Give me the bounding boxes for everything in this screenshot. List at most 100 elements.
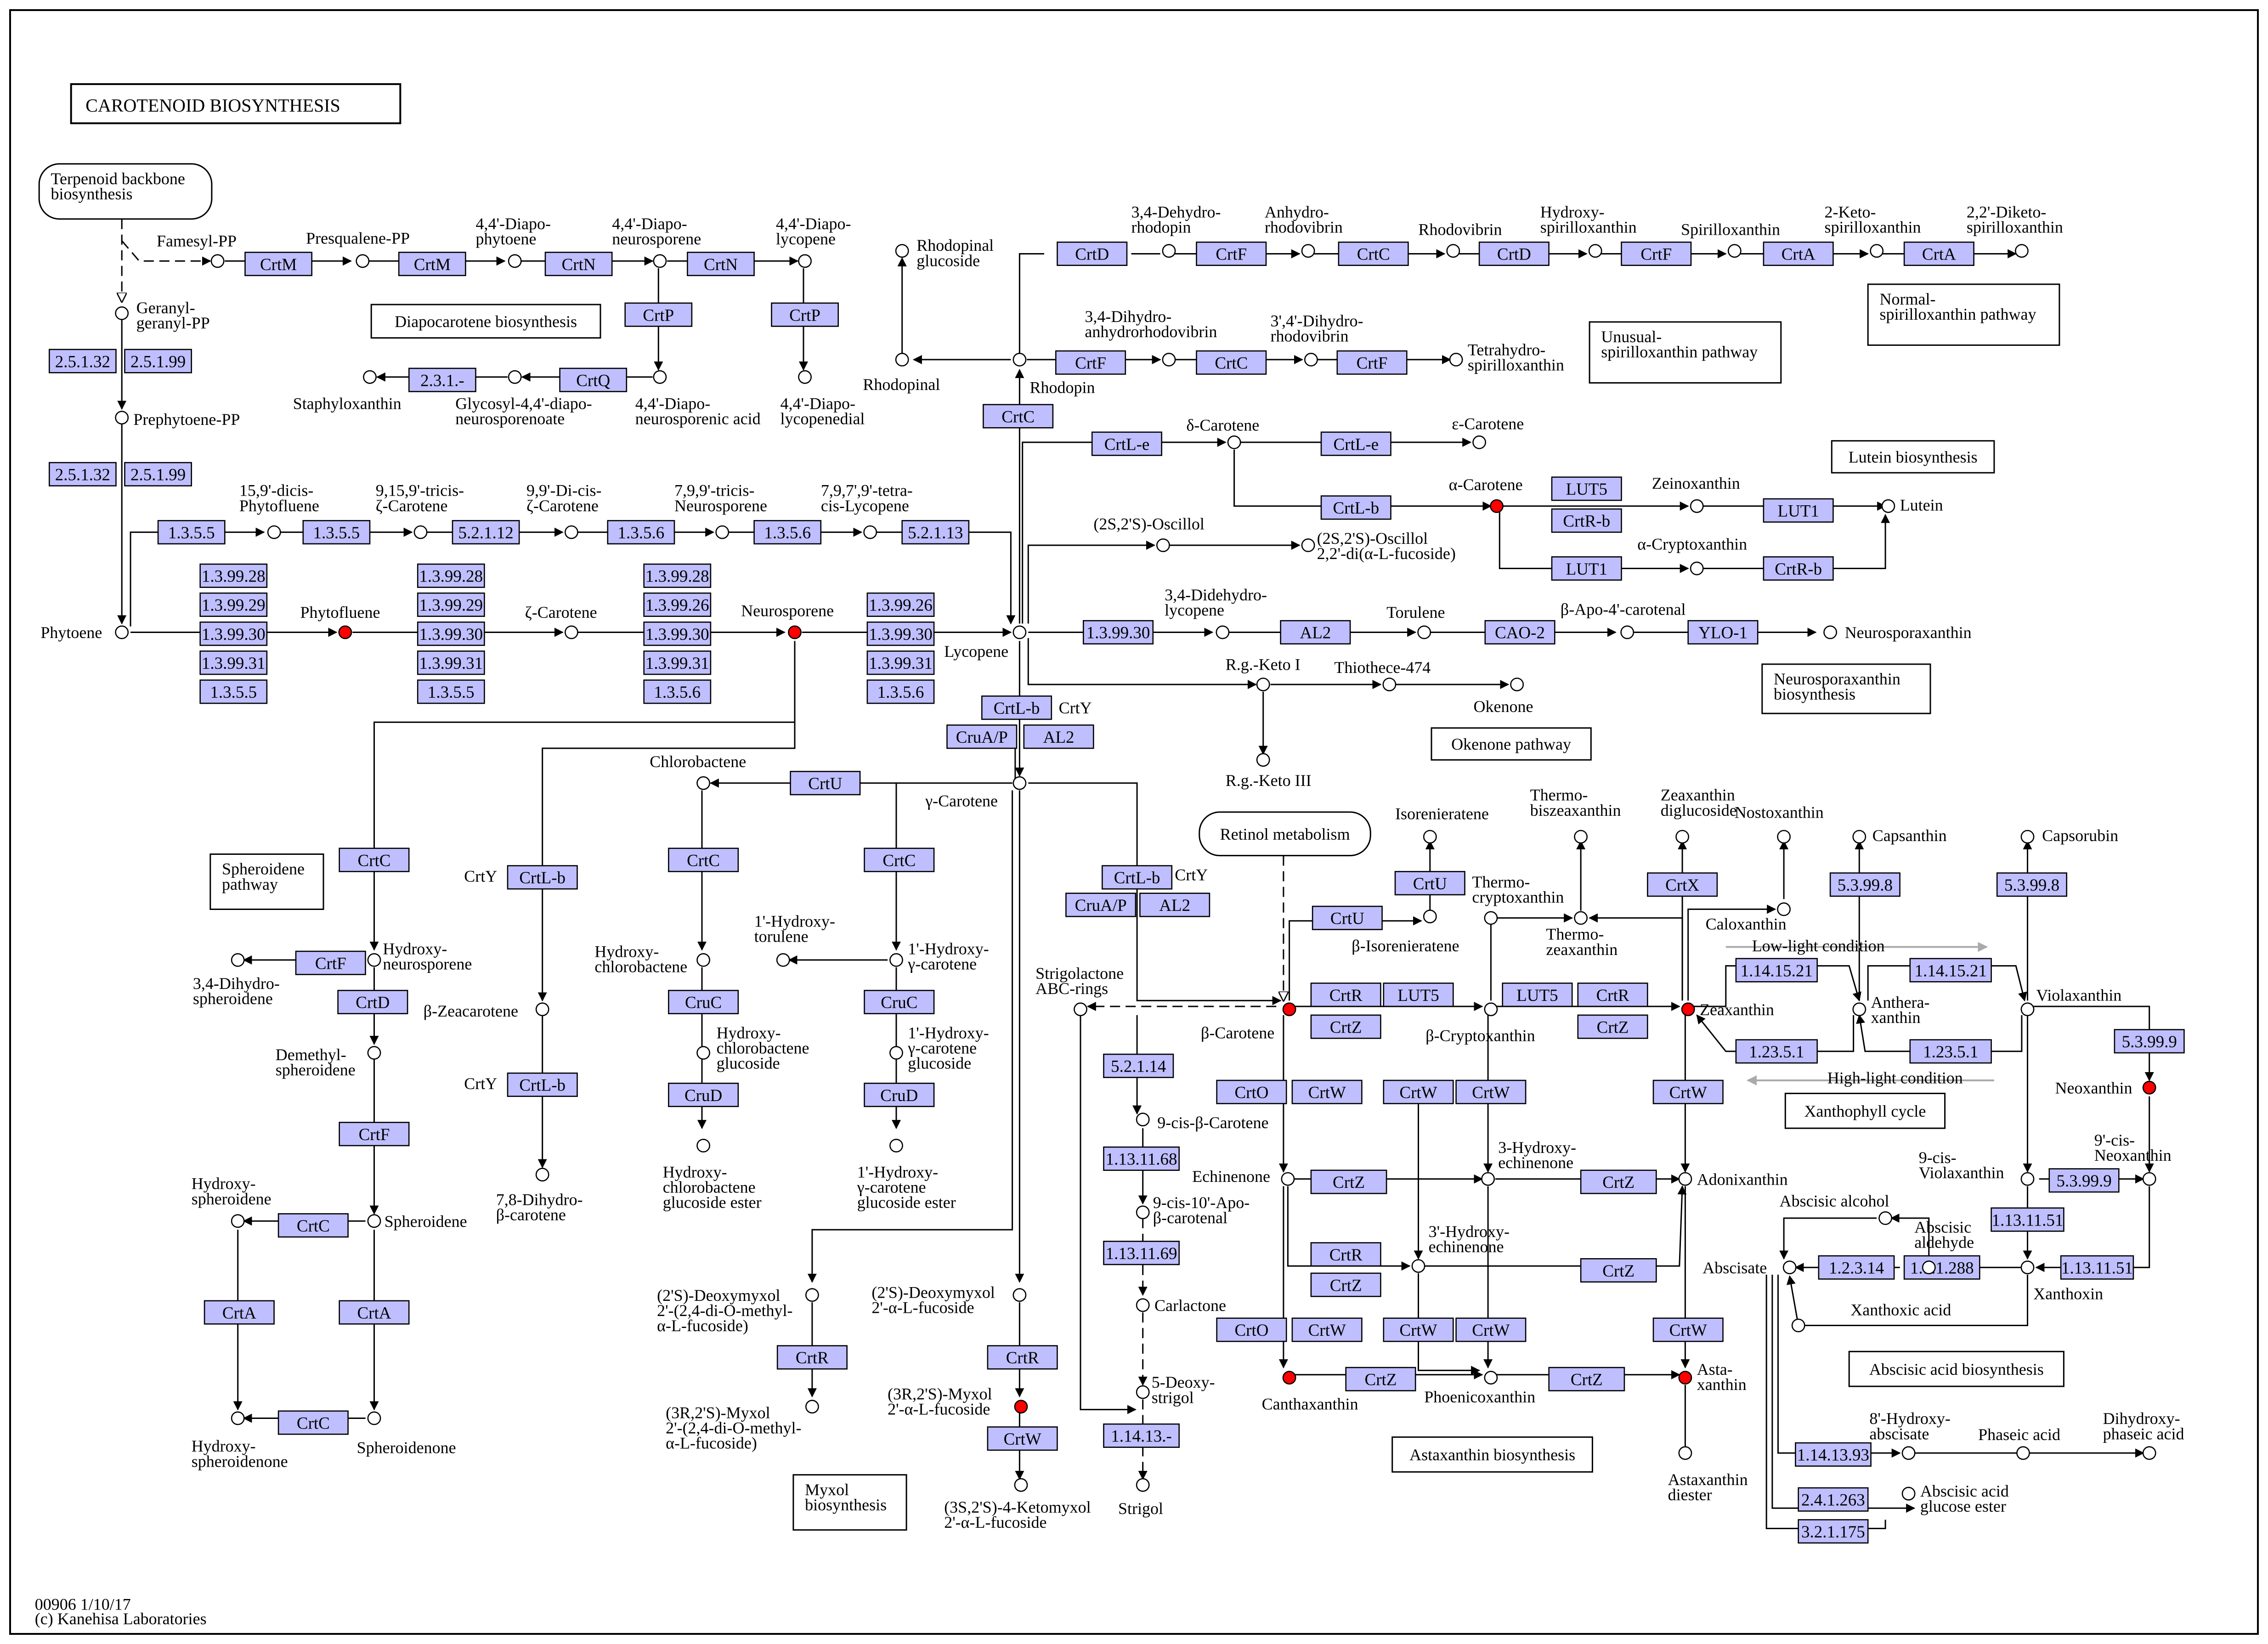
enzyme-1-3-5-6[interactable]: 1.3.5.6 bbox=[866, 679, 935, 704]
enzyme-crtw[interactable]: CrtW bbox=[1383, 1317, 1454, 1342]
enzyme-crtz[interactable]: CrtZ bbox=[1580, 1258, 1657, 1283]
enzyme-5-3-99-8[interactable]: 5.3.99.8 bbox=[1829, 872, 1900, 897]
enzyme-crtc[interactable]: CrtC bbox=[277, 1410, 349, 1435]
compound-node[interactable] bbox=[367, 1046, 381, 1060]
compound-node[interactable] bbox=[1870, 244, 1884, 258]
enzyme-crtw[interactable]: CrtW bbox=[1652, 1079, 1724, 1104]
enzyme-crtw[interactable]: CrtW bbox=[1291, 1079, 1363, 1104]
compound-node[interactable] bbox=[1411, 1259, 1425, 1273]
compound-node[interactable] bbox=[2020, 830, 2035, 844]
enzyme-crtr-b[interactable]: CrtR-b bbox=[1551, 508, 1622, 533]
compound-node[interactable] bbox=[1256, 678, 1270, 692]
enzyme-crto[interactable]: CrtO bbox=[1216, 1079, 1287, 1104]
enzyme-1-3-99-30[interactable]: 1.3.99.30 bbox=[866, 621, 935, 646]
enzyme-crtl-b[interactable]: CrtL-b bbox=[507, 1072, 578, 1097]
enzyme-2-3-1[interactable]: 2.3.1.- bbox=[408, 367, 476, 392]
enzyme-1-14-15-21[interactable]: 1.14.15.21 bbox=[1909, 958, 1992, 983]
compound-node[interactable] bbox=[1901, 1446, 1916, 1460]
enzyme-al2[interactable]: AL2 bbox=[1280, 620, 1351, 644]
enzyme-crtf[interactable]: CrtF bbox=[1621, 241, 1692, 266]
compound-node[interactable] bbox=[776, 953, 790, 967]
compound-node[interactable] bbox=[231, 1214, 245, 1228]
enzyme-1-3-5-6[interactable]: 1.3.5.6 bbox=[643, 679, 712, 704]
enzyme-1-13-11-68[interactable]: 1.13.11.68 bbox=[1103, 1146, 1180, 1171]
enzyme-crtz[interactable]: CrtZ bbox=[1580, 1169, 1657, 1194]
enzyme-1-13-11-69[interactable]: 1.13.11.69 bbox=[1103, 1241, 1180, 1265]
enzyme-crtp[interactable]: CrtP bbox=[771, 302, 839, 327]
compound-node[interactable] bbox=[2016, 1446, 2030, 1460]
enzyme-1-14-13[interactable]: 1.14.13.- bbox=[1103, 1423, 1180, 1448]
compound-node[interactable] bbox=[1012, 776, 1027, 790]
compound-node[interactable] bbox=[696, 1046, 711, 1060]
enzyme-crtn[interactable]: CrtN bbox=[544, 251, 613, 277]
enzyme-1-14-13-93[interactable]: 1.14.13.93 bbox=[1795, 1442, 1872, 1467]
highlighted-compound-node[interactable] bbox=[338, 625, 352, 639]
enzyme-crtl-e[interactable]: CrtL-e bbox=[1320, 431, 1391, 456]
enzyme-2-5-1-99[interactable]: 2.5.1.99 bbox=[124, 462, 192, 486]
enzyme-5-2-1-12[interactable]: 5.2.1.12 bbox=[452, 520, 520, 545]
map-link-abscisic-acid-biosynthesis[interactable]: Abscisic acid biosynthesis bbox=[1848, 1350, 2064, 1387]
compound-node[interactable] bbox=[889, 1139, 903, 1152]
compound-node[interactable] bbox=[1012, 1288, 1027, 1302]
compound-node[interactable] bbox=[565, 625, 578, 639]
compound-node[interactable] bbox=[413, 525, 428, 539]
enzyme-1-3-99-31[interactable]: 1.3.99.31 bbox=[643, 650, 712, 675]
compound-node[interactable] bbox=[1510, 678, 1524, 692]
enzyme-1-13-11-51[interactable]: 1.13.11.51 bbox=[1991, 1207, 2064, 1232]
enzyme-crtw[interactable]: CrtW bbox=[987, 1426, 1058, 1451]
compound-node[interactable] bbox=[1216, 625, 1230, 639]
compound-node[interactable] bbox=[1922, 1260, 1936, 1275]
map-link-lutein-biosynthesis[interactable]: Lutein biosynthesis bbox=[1831, 440, 1995, 474]
highlighted-compound-node[interactable] bbox=[2142, 1080, 2156, 1095]
map-link-retinol-metabolism[interactable]: Retinol metabolism bbox=[1199, 811, 1371, 857]
enzyme-crtx[interactable]: CrtX bbox=[1647, 872, 1718, 897]
enzyme-crta[interactable]: CrtA bbox=[204, 1300, 275, 1325]
compound-node[interactable] bbox=[2020, 1172, 2035, 1186]
enzyme-crtl-b[interactable]: CrtL-b bbox=[1102, 865, 1173, 890]
enzyme-crua-p[interactable]: CruA/P bbox=[946, 724, 1018, 749]
enzyme-cruc[interactable]: CruC bbox=[864, 989, 935, 1014]
enzyme-al2[interactable]: AL2 bbox=[1023, 724, 1094, 749]
compound-node[interactable] bbox=[696, 953, 711, 967]
enzyme-crud[interactable]: CruD bbox=[668, 1083, 739, 1107]
compound-node[interactable] bbox=[1423, 910, 1437, 924]
enzyme-2-4-1-263[interactable]: 2.4.1.263 bbox=[1798, 1487, 1869, 1512]
enzyme-1-3-99-26[interactable]: 1.3.99.26 bbox=[866, 592, 935, 617]
compound-node[interactable] bbox=[1012, 353, 1027, 367]
map-link-diapocarotene-biosynthesis[interactable]: Diapocarotene biosynthesis bbox=[370, 304, 601, 339]
compound-node[interactable] bbox=[1156, 538, 1170, 552]
enzyme-crtm[interactable]: CrtM bbox=[244, 251, 312, 277]
enzyme-crta[interactable]: CrtA bbox=[339, 1300, 410, 1325]
compound-node[interactable] bbox=[1136, 1205, 1150, 1220]
compound-node[interactable] bbox=[1484, 1002, 1498, 1017]
enzyme-crtw[interactable]: CrtW bbox=[1383, 1079, 1454, 1104]
compound-node[interactable] bbox=[889, 953, 903, 967]
compound-node[interactable] bbox=[115, 411, 129, 425]
enzyme-5-2-1-14[interactable]: 5.2.1.14 bbox=[1103, 1053, 1174, 1078]
compound-node[interactable] bbox=[115, 625, 129, 639]
enzyme-1-13-11-51[interactable]: 1.13.11.51 bbox=[2060, 1255, 2134, 1280]
compound-node[interactable] bbox=[1281, 1172, 1295, 1186]
enzyme-1-14-15-21[interactable]: 1.14.15.21 bbox=[1735, 958, 1818, 983]
enzyme-lut1[interactable]: LUT1 bbox=[1763, 498, 1834, 523]
compound-node[interactable] bbox=[367, 1214, 381, 1228]
enzyme-5-3-99-9[interactable]: 5.3.99.9 bbox=[2048, 1168, 2120, 1193]
compound-node[interactable] bbox=[889, 1046, 903, 1060]
enzyme-crtp[interactable]: CrtP bbox=[624, 302, 693, 327]
compound-node[interactable] bbox=[1852, 1002, 1866, 1017]
enzyme-crtf[interactable]: CrtF bbox=[339, 1122, 410, 1147]
enzyme-lut1[interactable]: LUT1 bbox=[1551, 556, 1622, 581]
compound-node[interactable] bbox=[1162, 353, 1176, 367]
compound-node[interactable] bbox=[1481, 1172, 1495, 1186]
map-link-normal-spirilloxanthin-pathway[interactable]: Normal-spirilloxanthin pathway bbox=[1867, 283, 2060, 346]
compound-node[interactable] bbox=[798, 254, 812, 268]
compound-node[interactable] bbox=[1690, 499, 1704, 513]
enzyme-1-3-99-30[interactable]: 1.3.99.30 bbox=[1083, 620, 1154, 644]
compound-node[interactable] bbox=[863, 525, 877, 539]
enzyme-3-2-1-175[interactable]: 3.2.1.175 bbox=[1798, 1519, 1869, 1544]
compound-node[interactable] bbox=[1484, 1371, 1498, 1385]
compound-node[interactable] bbox=[895, 244, 909, 258]
enzyme-crtz[interactable]: CrtZ bbox=[1345, 1367, 1416, 1391]
enzyme-crtw[interactable]: CrtW bbox=[1455, 1079, 1527, 1104]
